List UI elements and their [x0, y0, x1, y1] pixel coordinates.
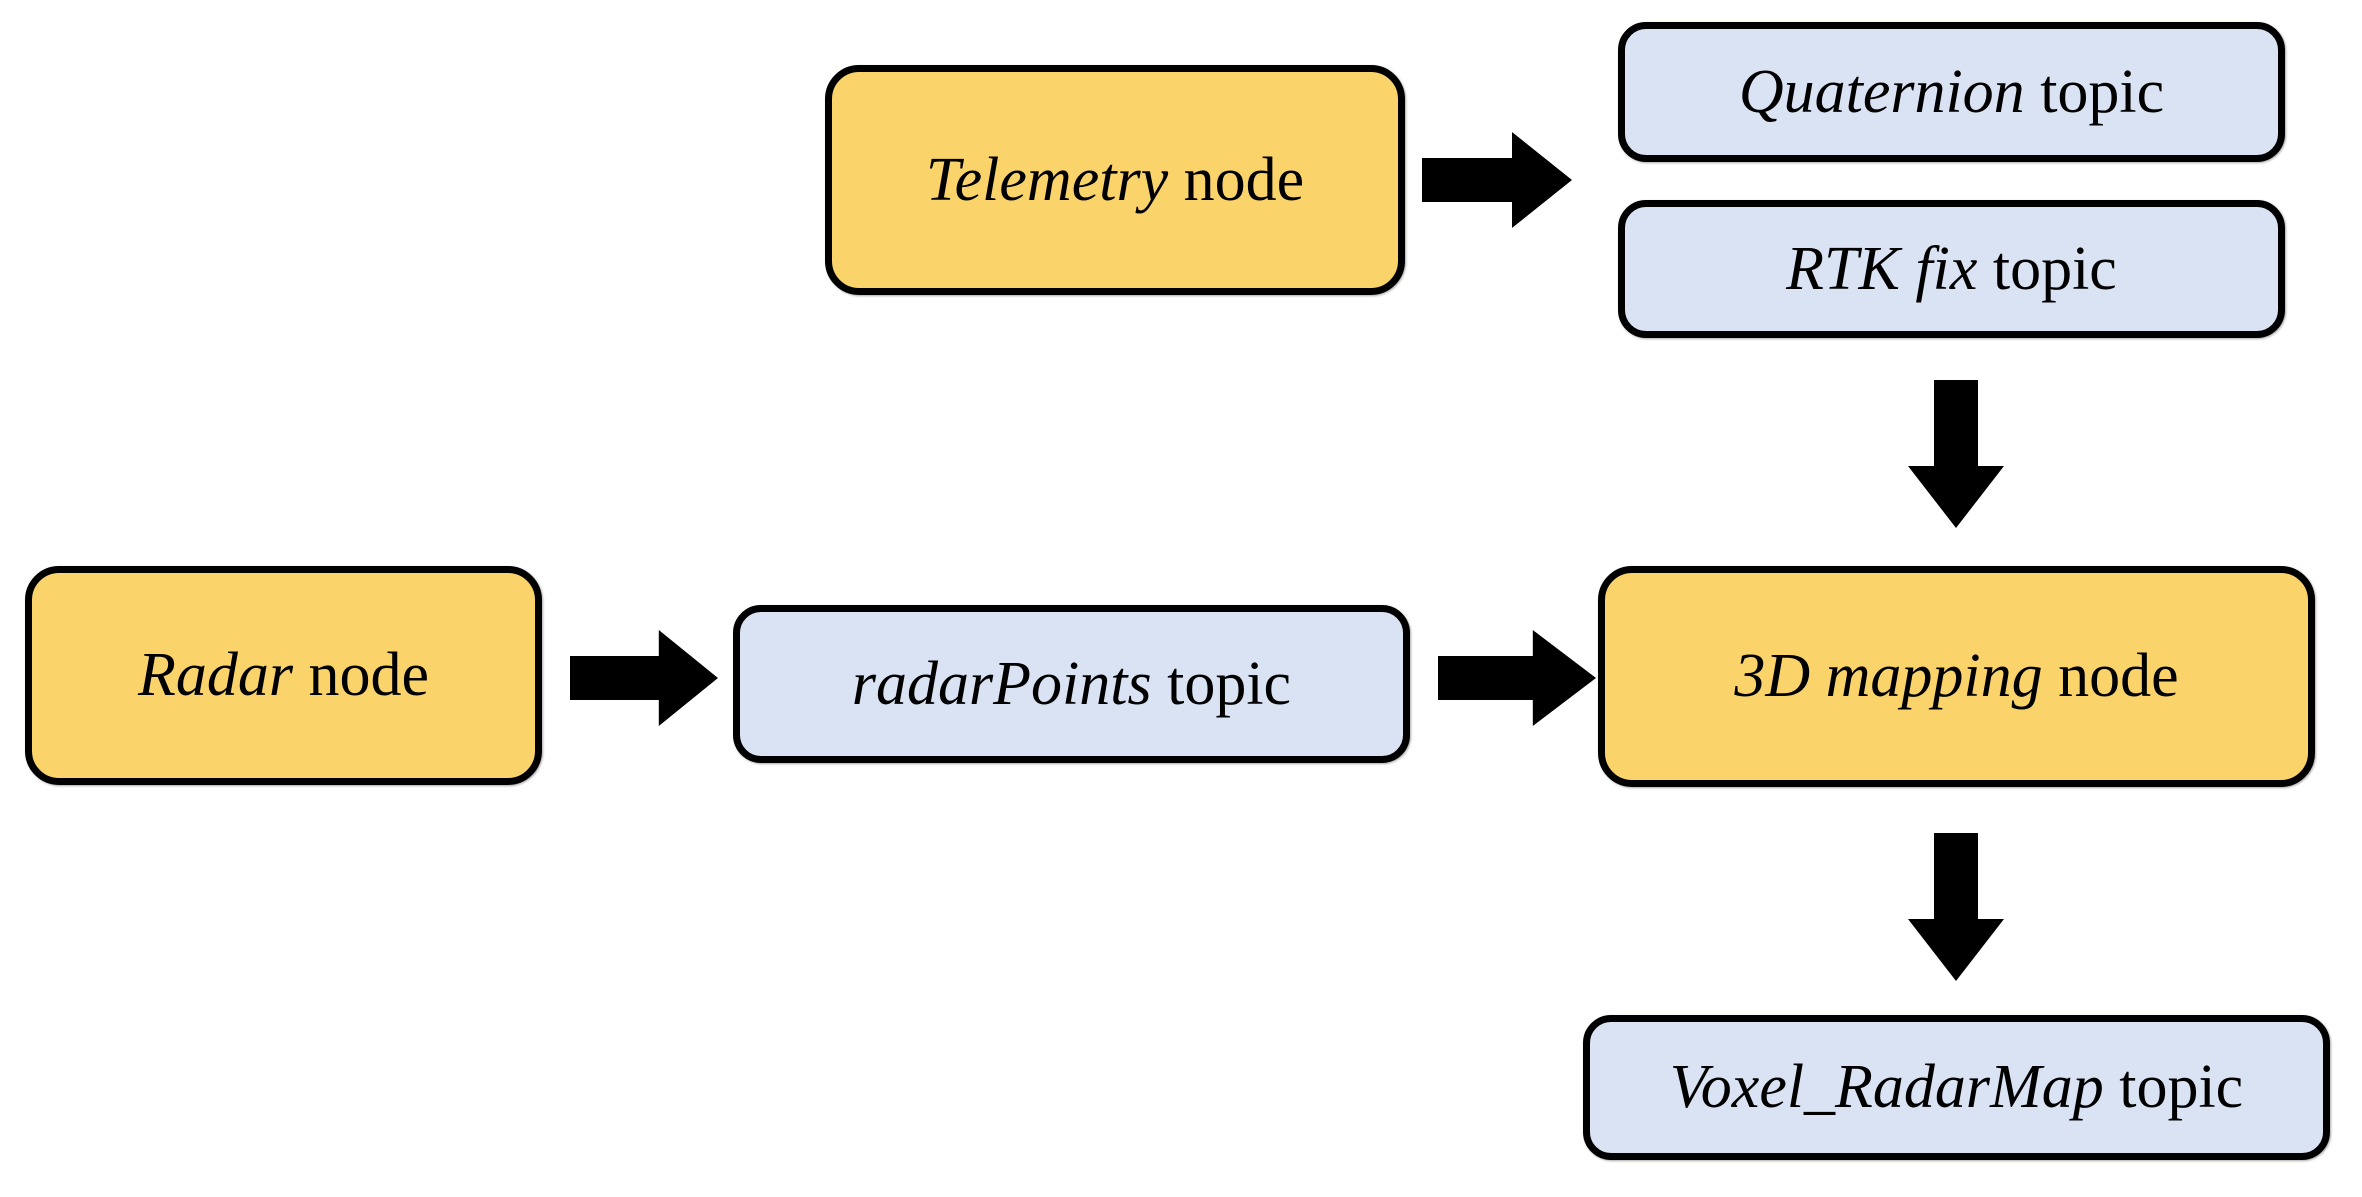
radar-node-box: Radar node — [25, 566, 542, 785]
telemetry-node-label-emphasis: Telemetry — [925, 145, 1169, 214]
radar-points-topic-box: radarPoints topic — [733, 605, 1410, 763]
rtk-fix-topic-box: RTK fix topic — [1618, 200, 2285, 338]
voxel-radarmap-topic-label-emphasis: Voxel_RadarMap — [1669, 1053, 2104, 1121]
quaternion-topic-label-suffix: topic — [2024, 57, 2165, 126]
3d-mapping-node-label-emphasis: 3D mapping — [1734, 642, 2043, 710]
3d-mapping-node-box: 3D mapping node — [1598, 566, 2315, 787]
voxel-radarmap-topic-label-suffix: topic — [2103, 1053, 2244, 1121]
rtk-fix-topic-label: RTK fix topic — [1786, 234, 2117, 305]
3d-mapping-node-label-suffix: node — [2042, 642, 2179, 710]
radar-points-topic-label-emphasis: radarPoints — [851, 649, 1152, 718]
down-arrow-icon — [1908, 833, 2004, 981]
radar-points-topic-label: radarPoints topic — [852, 649, 1291, 720]
telemetry-node-label-suffix: node — [1168, 145, 1305, 214]
quaternion-topic-label-emphasis: Quaternion — [1738, 57, 2025, 126]
voxel-radarmap-topic-box: Voxel_RadarMap topic — [1583, 1015, 2330, 1160]
right-arrow-icon — [1422, 132, 1572, 228]
down-arrow-icon — [1908, 380, 2004, 528]
3d-mapping-node-label: 3D mapping node — [1734, 641, 2178, 712]
right-arrow-icon — [1438, 630, 1596, 726]
radar-points-topic-label-suffix: topic — [1151, 649, 1292, 718]
rtk-fix-topic-label-emphasis: RTK fix — [1786, 234, 1978, 303]
radar-node-label-suffix: node — [292, 641, 430, 709]
right-arrow-icon — [570, 630, 718, 726]
radar-node-label-emphasis: Radar — [137, 641, 293, 709]
rtk-fix-topic-label-suffix: topic — [1977, 234, 2117, 303]
telemetry-node-label: Telemetry node — [926, 145, 1304, 216]
quaternion-topic-label: Quaternion topic — [1739, 57, 2164, 128]
quaternion-topic-box: Quaternion topic — [1618, 22, 2285, 162]
radar-node-label: Radar node — [138, 640, 429, 711]
telemetry-node-box: Telemetry node — [825, 65, 1405, 295]
voxel-radarmap-topic-label: Voxel_RadarMap topic — [1670, 1052, 2243, 1123]
